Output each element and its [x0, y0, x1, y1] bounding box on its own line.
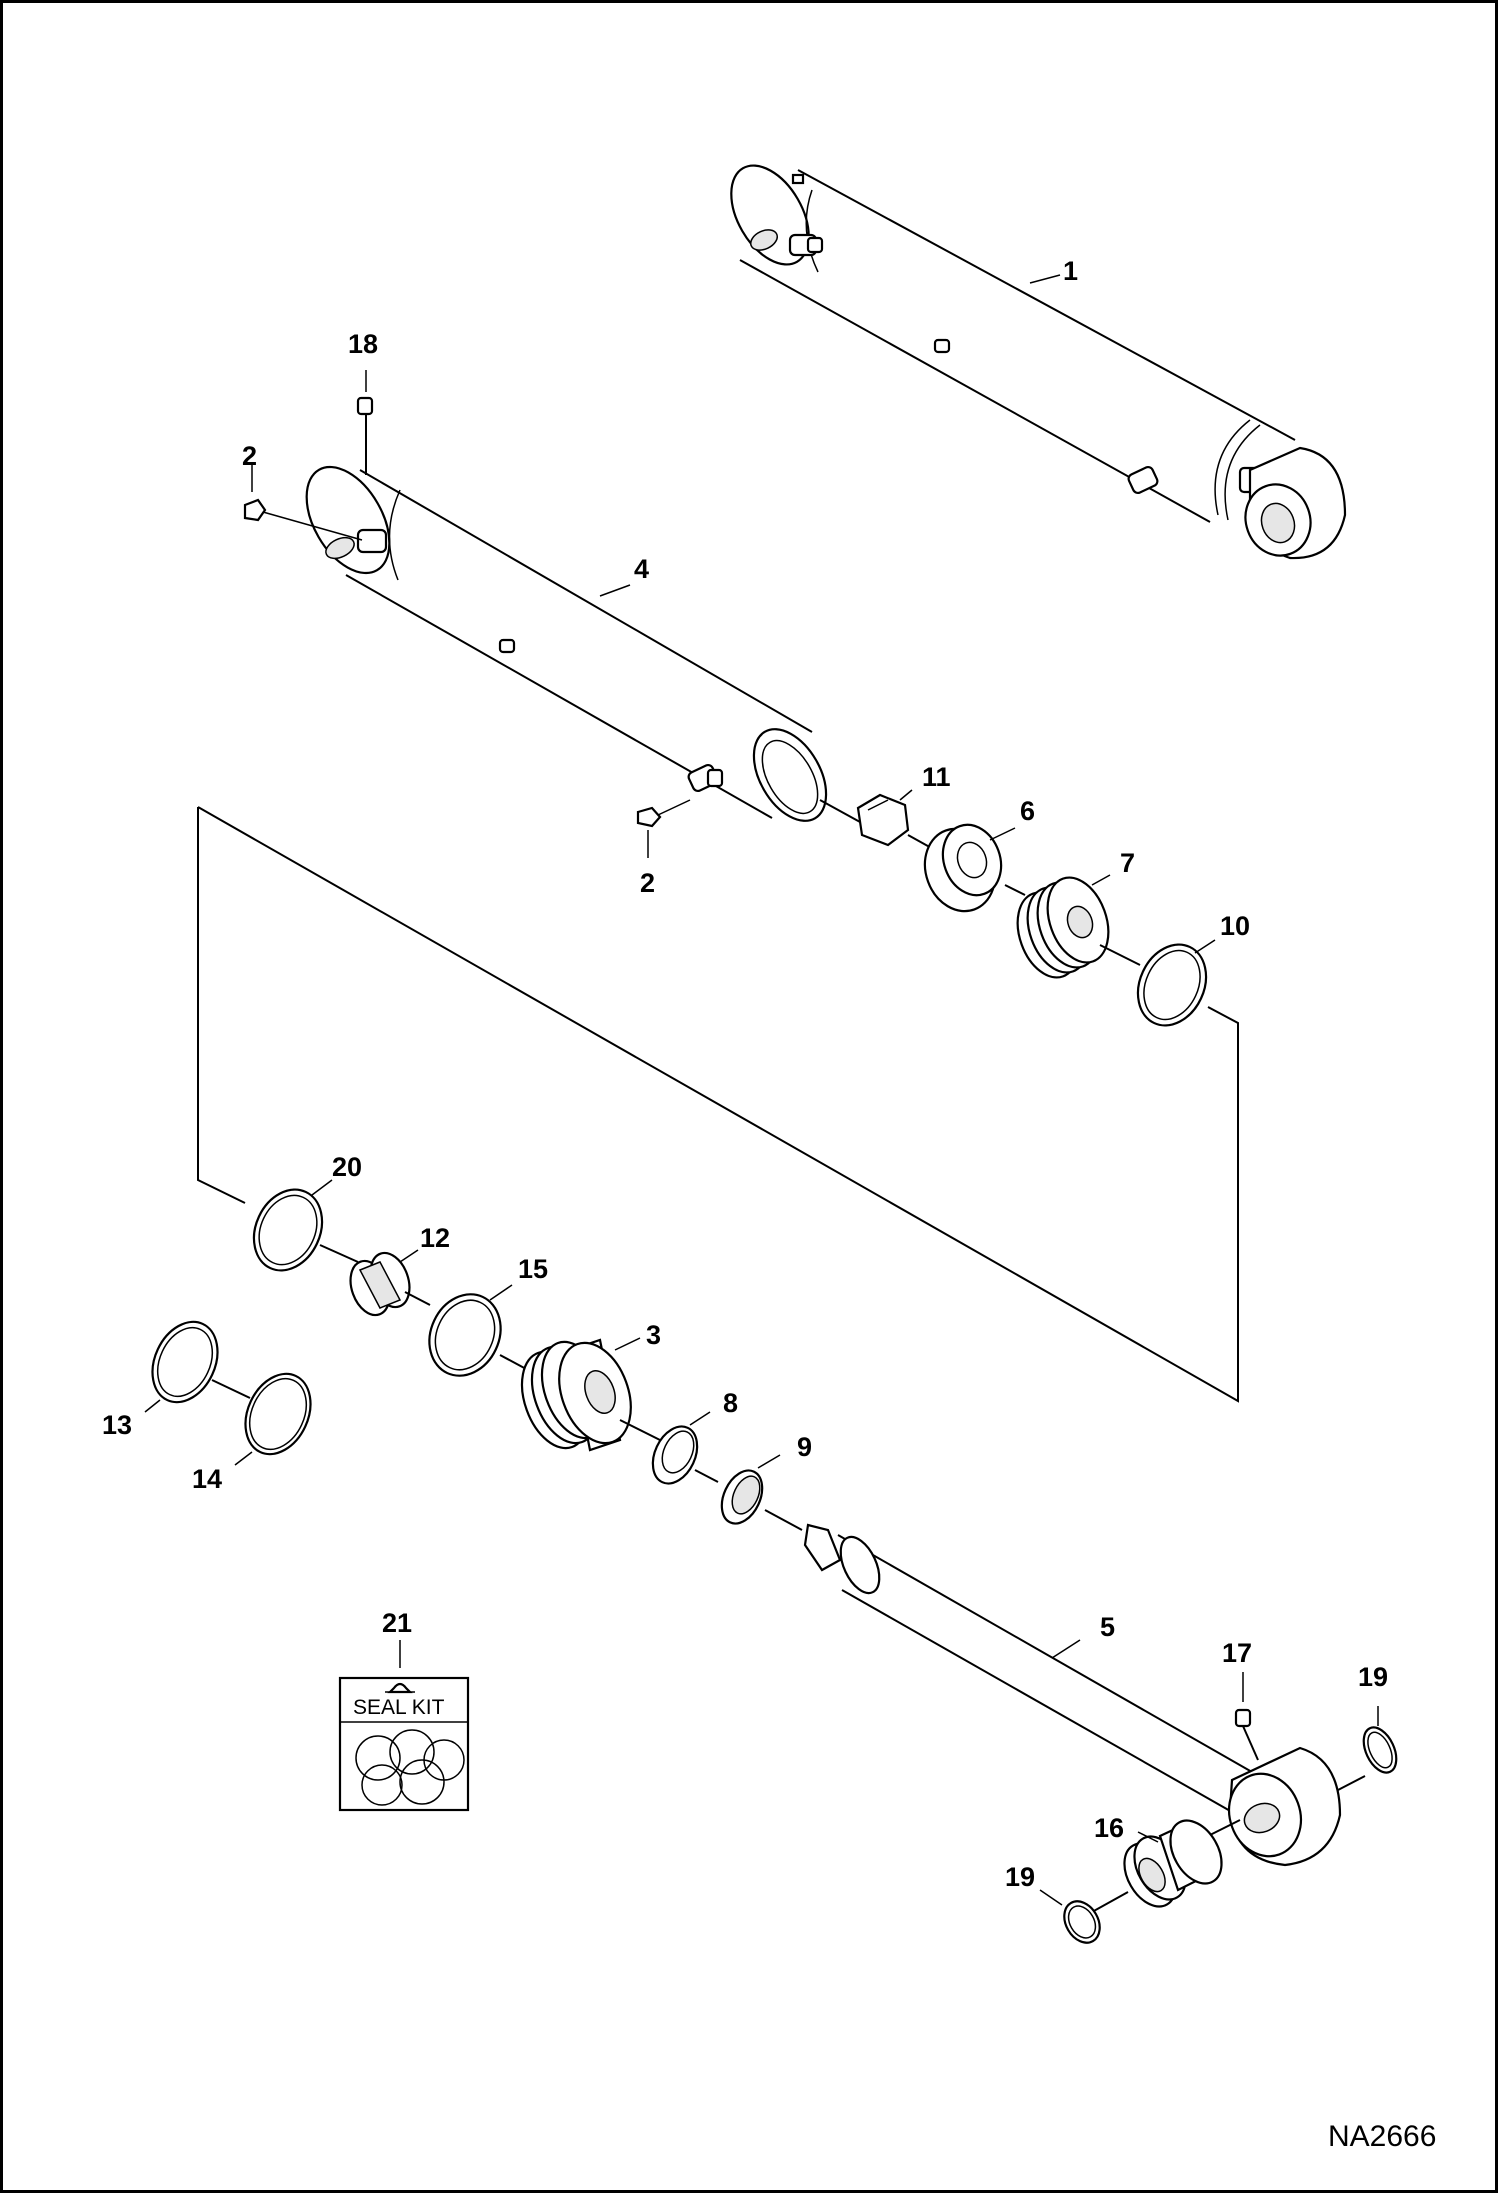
spacer-6 — [923, 823, 1016, 913]
grease-fitting-17 — [1234, 1672, 1259, 1761]
o-ring-13 — [144, 1320, 219, 1413]
seal-kit-label: SEAL KIT — [353, 1696, 445, 1719]
head-3 — [520, 1337, 641, 1452]
label-1: 1 — [1063, 256, 1078, 286]
label-11: 11 — [922, 762, 951, 792]
nut-11 — [856, 789, 913, 847]
label-9: 9 — [797, 1432, 812, 1462]
seal-kit-box — [338, 1640, 470, 1812]
o-ring-14 — [234, 1372, 312, 1466]
label-2-top: 2 — [242, 441, 257, 471]
assembled-cylinder — [730, 164, 1347, 560]
label-12: 12 — [420, 1223, 450, 1253]
label-2-bottom: 2 — [640, 868, 655, 898]
label-16: 16 — [1094, 1813, 1124, 1843]
bushing-16 — [1123, 1819, 1223, 1908]
o-ring-15 — [428, 1284, 513, 1377]
drawing-code: NA2666 — [1328, 2120, 1436, 2153]
label-6: 6 — [1020, 796, 1035, 826]
rod-5 — [803, 1523, 1253, 1813]
label-17: 17 — [1222, 1638, 1252, 1668]
ring-19-left — [1039, 1889, 1101, 1944]
ring-20 — [252, 1179, 333, 1272]
label-14: 14 — [192, 1464, 222, 1494]
label-20: 20 — [332, 1152, 362, 1182]
label-19-left: 19 — [1005, 1862, 1035, 1892]
label-4: 4 — [634, 554, 649, 584]
grease-fitting-18 — [356, 370, 374, 475]
label-19-right: 19 — [1358, 1662, 1388, 1692]
label-21: 21 — [382, 1608, 412, 1638]
ring-19-right — [1362, 1706, 1398, 1774]
part-labels: 1 2 2 3 4 5 6 7 8 9 10 11 12 13 14 15 16… — [102, 256, 1388, 1892]
plug-2-top — [243, 462, 363, 541]
label-3: 3 — [646, 1320, 661, 1350]
label-18: 18 — [348, 329, 378, 359]
seal-10 — [1136, 939, 1216, 1027]
wiper-9 — [720, 1454, 781, 1525]
barrel — [305, 465, 828, 822]
wiper-12 — [349, 1249, 419, 1317]
assembly-leader-line — [197, 807, 246, 1204]
label-13: 13 — [102, 1410, 132, 1440]
seal-8 — [651, 1411, 711, 1485]
label-5: 5 — [1100, 1612, 1115, 1642]
piston-7 — [1016, 874, 1111, 979]
plug-2-bottom — [636, 799, 691, 858]
rod-eye — [1228, 1746, 1342, 1867]
label-8: 8 — [723, 1388, 738, 1418]
label-10: 10 — [1220, 911, 1250, 941]
label-15: 15 — [518, 1254, 548, 1284]
label-7: 7 — [1120, 848, 1135, 878]
